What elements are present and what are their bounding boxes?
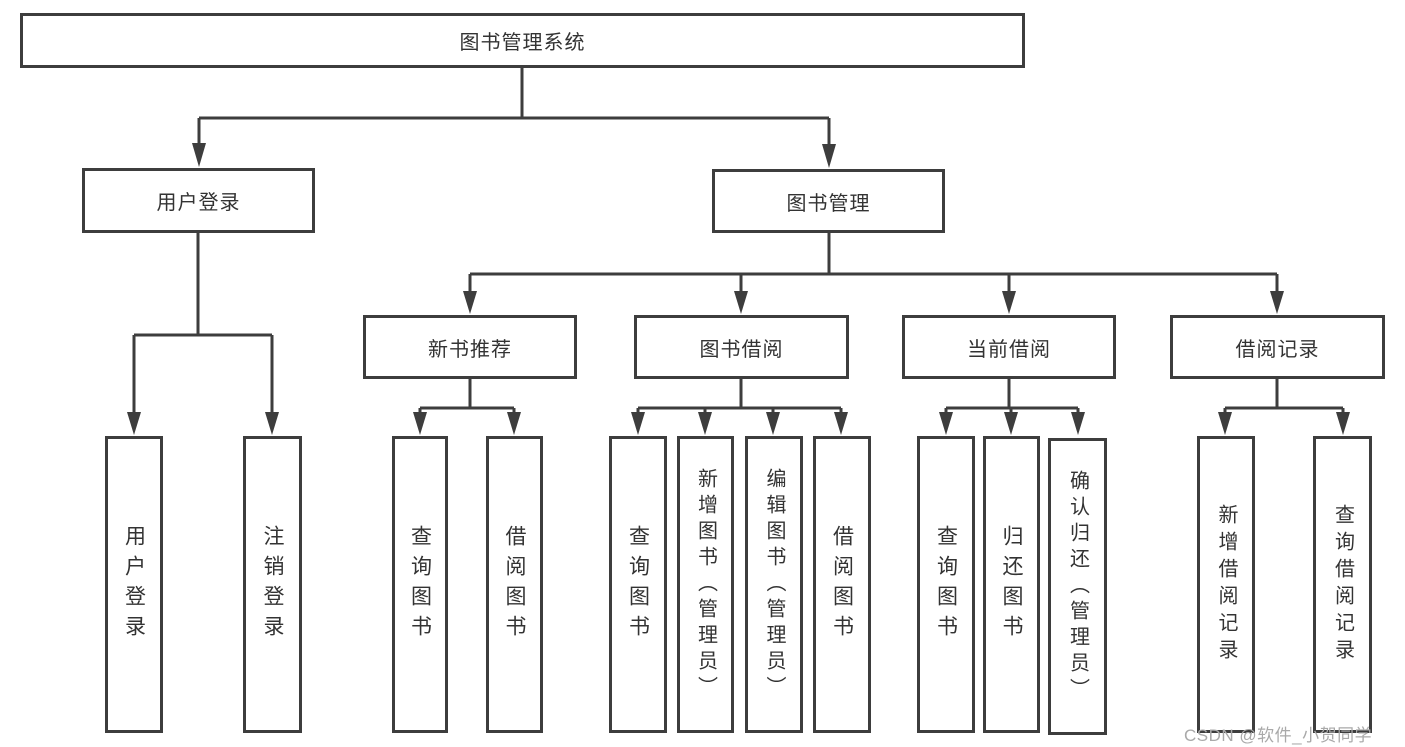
node-borrow-record-label: 借阅记录: [1235, 338, 1320, 361]
node-user-login-label: 用户登录: [156, 192, 241, 214]
node-root: 图书管理系统: [20, 13, 1025, 68]
leaf-user-login: 用户登录: [105, 436, 163, 733]
leaf-borrow-edit-book: 编辑图书（管理员）: [745, 436, 803, 733]
leaf-current-return-book-label: 归还图书: [1000, 524, 1023, 645]
csdn-watermark: CSDN @软件_小贺同学: [1184, 726, 1373, 745]
leaf-record-query-label: 查询借阅记录: [1331, 503, 1354, 666]
leaf-borrow-query-book: 查询图书: [609, 436, 667, 733]
leaf-current-return-book: 归还图书: [983, 436, 1040, 733]
node-user-login: 用户登录: [82, 168, 315, 233]
leaf-current-confirm-return: 确认归还（管理员）: [1048, 438, 1107, 735]
leaf-record-query: 查询借阅记录: [1313, 436, 1372, 733]
leaf-borrow-add-book-label: 新增图书（管理员）: [694, 467, 717, 702]
arrowheads: [127, 143, 1350, 435]
node-root-label: 图书管理系统: [459, 32, 586, 54]
leaf-record-add-label: 新增借阅记录: [1215, 503, 1237, 666]
leaf-newrec-query-book-label: 查询图书: [408, 524, 432, 645]
leaf-current-confirm-return-label: 确认归还（管理员）: [1066, 469, 1089, 704]
node-book-mgmt: 图书管理: [712, 169, 945, 233]
leaf-current-query-book: 查询图书: [917, 436, 975, 733]
leaf-current-query-book-label: 查询图书: [934, 524, 958, 645]
leaf-borrow-edit-book-label: 编辑图书（管理员）: [763, 467, 785, 702]
leaf-newrec-borrow-book: 借阅图书: [486, 436, 543, 733]
node-new-book-rec: 新书推荐: [363, 315, 577, 379]
leaf-newrec-query-book: 查询图书: [392, 436, 448, 733]
node-borrow-record: 借阅记录: [1170, 315, 1385, 379]
leaf-logout: 注销登录: [243, 436, 302, 733]
node-book-borrow: 图书借阅: [634, 315, 849, 379]
node-current-borrow-label: 当前借阅: [967, 338, 1051, 361]
node-book-mgmt-label: 图书管理: [786, 192, 871, 215]
leaf-user-login-label: 用户登录: [122, 524, 146, 645]
leaf-borrow-add-book: 新增图书（管理员）: [677, 436, 734, 733]
node-book-borrow-label: 图书借阅: [699, 338, 784, 361]
leaf-borrow-query-book-label: 查询图书: [626, 524, 650, 645]
leaf-newrec-borrow-book-label: 借阅图书: [503, 524, 526, 645]
node-current-borrow: 当前借阅: [902, 315, 1116, 379]
leaf-record-add: 新增借阅记录: [1197, 436, 1255, 733]
leaf-borrow-borrow-book-label: 借阅图书: [830, 524, 854, 645]
leaf-borrow-borrow-book: 借阅图书: [813, 436, 871, 733]
leaf-logout-label: 注销登录: [261, 524, 284, 645]
node-new-book-rec-label: 新书推荐: [428, 338, 512, 361]
